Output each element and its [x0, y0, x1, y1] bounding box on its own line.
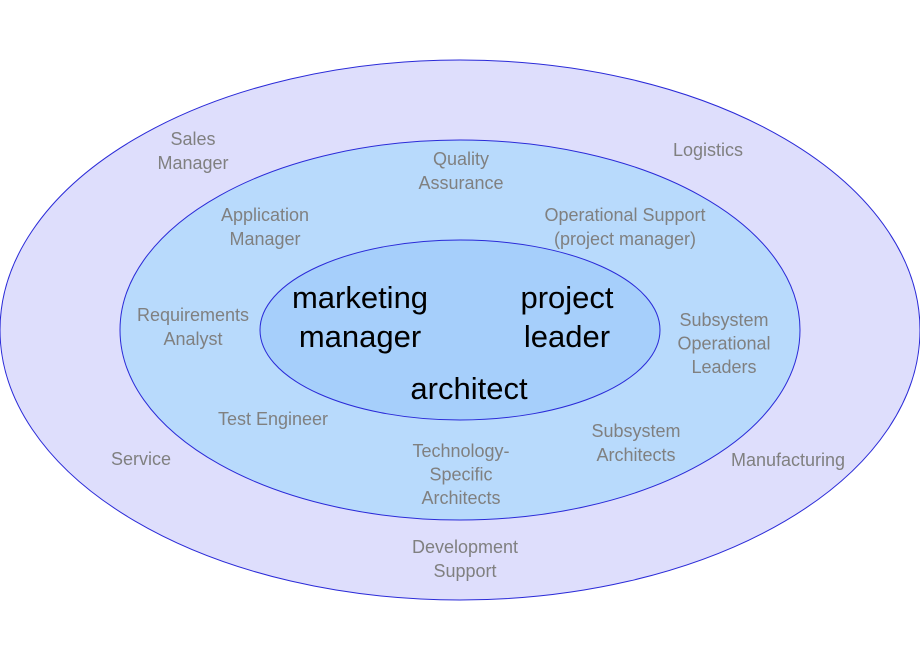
- label-project-leader: project leader: [520, 280, 613, 354]
- label-quality-assurance-line: Assurance: [418, 173, 503, 193]
- label-project-leader-line: project: [520, 280, 613, 315]
- label-requirements-analyst-line: Requirements: [137, 305, 249, 325]
- label-manufacturing: Manufacturing: [731, 450, 845, 470]
- label-marketing-manager-line: marketing: [292, 280, 428, 315]
- label-sales-manager-line: Manager: [157, 153, 228, 173]
- label-subsystem-operational-leaders-line: Subsystem: [679, 310, 768, 330]
- label-operational-support-line: (project manager): [554, 229, 696, 249]
- label-subsystem-operational-leaders-line: Operational: [677, 334, 770, 354]
- label-subsystem-operational-leaders-line: Leaders: [691, 357, 756, 377]
- label-marketing-manager: marketing manager: [292, 280, 428, 354]
- label-project-leader-line: leader: [524, 319, 610, 354]
- label-requirements-analyst-line: Analyst: [163, 329, 222, 349]
- label-application-manager-line: Application: [221, 205, 309, 225]
- label-marketing-manager-line: manager: [299, 319, 421, 354]
- label-subsystem-architects-line: Architects: [596, 445, 675, 465]
- label-operational-support-line: Operational Support: [544, 205, 705, 225]
- label-operational-support: Operational Support (project manager): [544, 205, 705, 249]
- label-technology-specific-architects-line: Architects: [421, 488, 500, 508]
- label-development-support-line: Support: [433, 561, 496, 581]
- core-ring-ellipse: [259, 239, 661, 421]
- label-logistics-line: Logistics: [673, 140, 743, 160]
- label-manufacturing-line: Manufacturing: [731, 450, 845, 470]
- label-technology-specific-architects-line: Specific: [429, 465, 492, 485]
- label-test-engineer-line: Test Engineer: [218, 409, 328, 429]
- label-quality-assurance-line: Quality: [433, 149, 489, 169]
- label-development-support-line: Development: [412, 537, 518, 557]
- label-subsystem-architects-line: Subsystem: [591, 421, 680, 441]
- label-logistics: Logistics: [673, 140, 743, 160]
- label-sales-manager-line: Sales: [170, 129, 215, 149]
- label-test-engineer: Test Engineer: [218, 409, 328, 429]
- label-application-manager-line: Manager: [229, 229, 300, 249]
- label-service: Service: [111, 449, 171, 469]
- label-technology-specific-architects-line: Technology-: [412, 441, 509, 461]
- label-architect: architect: [410, 371, 528, 406]
- label-architect-line: architect: [410, 371, 528, 406]
- label-service-line: Service: [111, 449, 171, 469]
